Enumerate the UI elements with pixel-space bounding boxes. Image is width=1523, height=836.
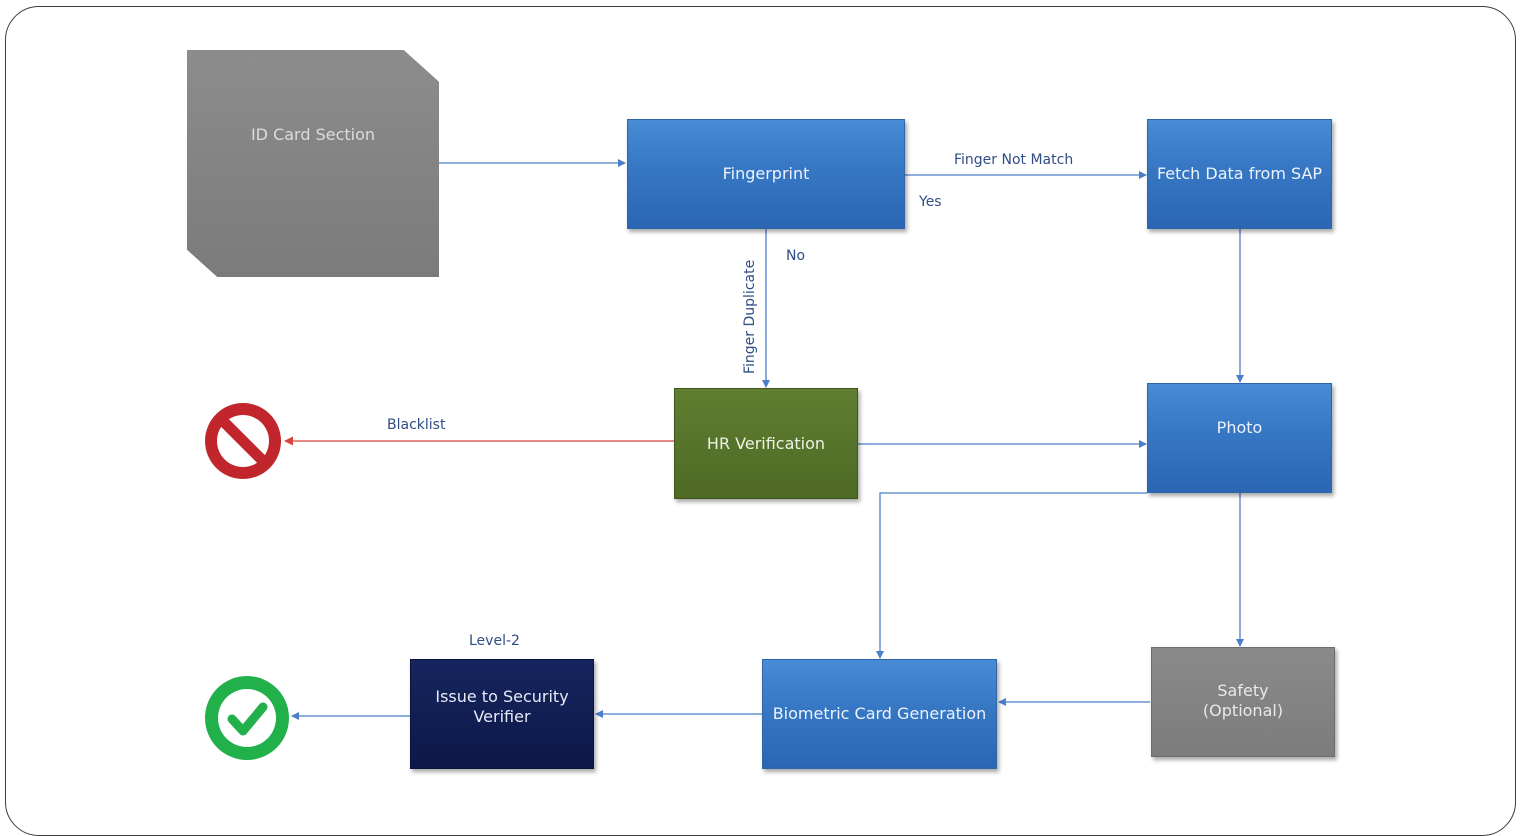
id-card-section-label: ID Card Section xyxy=(250,125,376,144)
no-entry-icon xyxy=(205,403,281,479)
issue-to-security-verifier-node: Issue to Security Verifier xyxy=(410,659,594,769)
biometric-card-generation-node: Biometric Card Generation xyxy=(762,659,997,769)
fetch-data-sap-label: Fetch Data from SAP xyxy=(1156,164,1323,183)
issue-to-security-verifier-label: Issue to Security Verifier xyxy=(435,687,569,726)
hr-verification-node: HR Verification xyxy=(674,388,858,499)
fingerprint-label: Fingerprint xyxy=(722,164,810,183)
connectors-layer xyxy=(205,159,1244,760)
safety-node: Safety (Optional) xyxy=(1151,647,1335,757)
edge-photo-biometric xyxy=(876,492,1147,659)
no-label: No xyxy=(786,248,806,264)
biometric-card-generation-label: Biometric Card Generation xyxy=(772,704,987,723)
finger-duplicate-label: Finger Duplicate xyxy=(742,259,758,374)
fetch-data-sap-node: Fetch Data from SAP xyxy=(1147,119,1332,229)
finger-not-match-label: Finger Not Match xyxy=(954,152,1074,168)
photo-node: Photo xyxy=(1147,383,1332,493)
safety-label: Safety (Optional) xyxy=(1202,681,1284,720)
id-card-section-node: ID Card Section xyxy=(187,50,439,277)
blacklist-label: Blacklist xyxy=(387,417,446,433)
check-circle-icon xyxy=(205,676,289,760)
level-2-label: Level-2 xyxy=(469,633,520,649)
hr-verification-label: HR Verification xyxy=(706,433,826,453)
photo-label: Photo xyxy=(1216,418,1263,437)
yes-label: Yes xyxy=(919,194,942,210)
fingerprint-node: Fingerprint xyxy=(627,119,905,229)
